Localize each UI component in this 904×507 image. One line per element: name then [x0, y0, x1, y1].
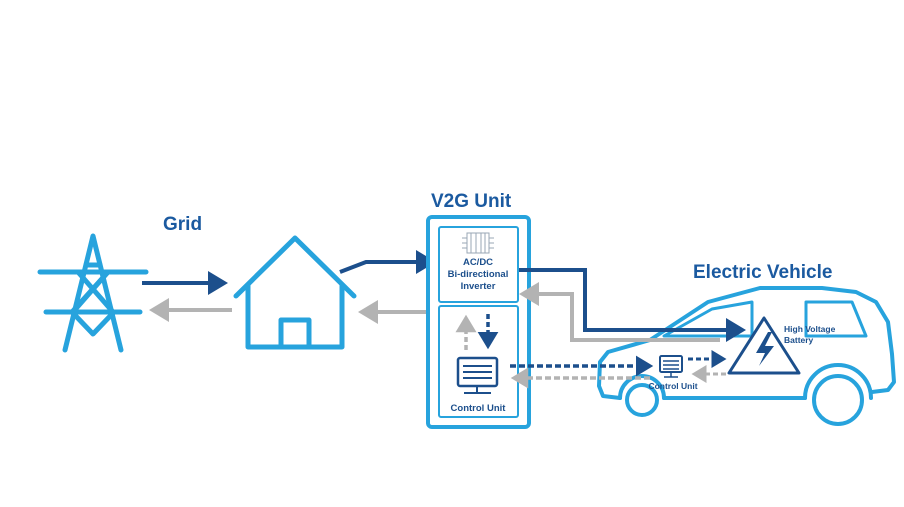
battery-to-inverter-arrow: [519, 282, 720, 342]
electric-vehicle-label: Electric Vehicle: [693, 262, 832, 283]
inverter-chip-icon: [462, 232, 494, 254]
grid-label: Grid: [163, 214, 202, 235]
inverter-label-line1: AC/DC: [463, 257, 493, 268]
battery-label-line1: High Voltage: [784, 324, 836, 334]
house-to-v2g-arrow: [339, 250, 436, 274]
station-control-unit-label: Control Unit: [451, 403, 507, 414]
vehicle-control-unit-icon: [659, 355, 683, 378]
battery-label-line2: Battery: [784, 335, 814, 345]
electric-car-icon: [597, 286, 896, 426]
house-icon: [233, 235, 357, 350]
high-voltage-warning-icon: [727, 316, 801, 375]
v2g-unit-cabinet: [426, 215, 531, 429]
inverter-label-line3: Inverter: [461, 281, 496, 292]
inverter-label-line2: Bi-directional: [448, 269, 509, 280]
v2g-unit-label: V2G Unit: [431, 191, 512, 212]
power-tower-icon: [37, 233, 149, 353]
vehicle-control-unit-label: Control Unit: [648, 381, 697, 391]
inverter-to-battery-arrow: [519, 268, 746, 342]
station-control-unit-icon: [456, 356, 499, 394]
